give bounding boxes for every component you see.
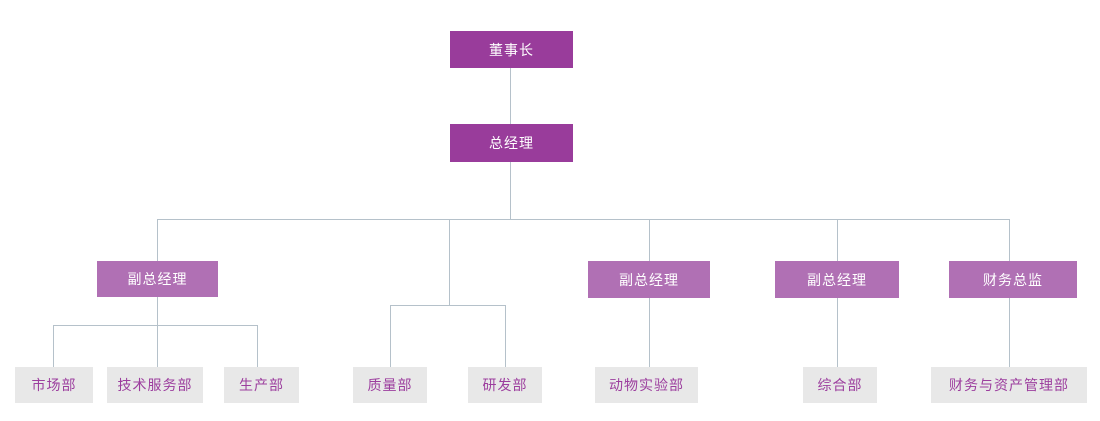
- org-node-vp1: 副总经理: [97, 261, 218, 297]
- connector-line: [510, 162, 511, 219]
- org-node-dept-tech-service: 技术服务部: [107, 367, 203, 403]
- org-node-finance-director: 财务总监: [949, 261, 1077, 298]
- connector-line: [157, 297, 158, 325]
- org-node-chairman: 董事长: [450, 31, 573, 68]
- org-node-dept-finance-assets: 财务与资产管理部: [931, 367, 1087, 403]
- connector-line: [1009, 298, 1010, 367]
- org-node-dept-market: 市场部: [15, 367, 93, 403]
- connector-line: [390, 305, 505, 306]
- org-node-vp2: 副总经理: [588, 261, 710, 298]
- org-node-dept-quality: 质量部: [353, 367, 427, 403]
- connector-line: [649, 219, 650, 261]
- connector-line: [505, 305, 506, 367]
- org-node-dept-rnd: 研发部: [468, 367, 542, 403]
- org-node-vp3: 副总经理: [775, 261, 899, 298]
- connector-line: [449, 219, 450, 305]
- connector-line: [390, 305, 391, 367]
- connector-line: [837, 298, 838, 367]
- connector-line: [157, 219, 158, 261]
- connector-line: [1009, 219, 1010, 261]
- connector-line: [53, 325, 257, 326]
- org-node-general-manager: 总经理: [450, 124, 573, 162]
- org-node-dept-animal-lab: 动物实验部: [595, 367, 698, 403]
- org-node-dept-general: 综合部: [803, 367, 877, 403]
- connector-line: [157, 325, 158, 367]
- connector-line: [157, 219, 1010, 220]
- connector-line: [257, 325, 258, 367]
- connector-line: [53, 325, 54, 367]
- org-node-dept-production: 生产部: [224, 367, 299, 403]
- connector-line: [510, 68, 511, 124]
- connector-line: [837, 219, 838, 261]
- connector-line: [649, 298, 650, 367]
